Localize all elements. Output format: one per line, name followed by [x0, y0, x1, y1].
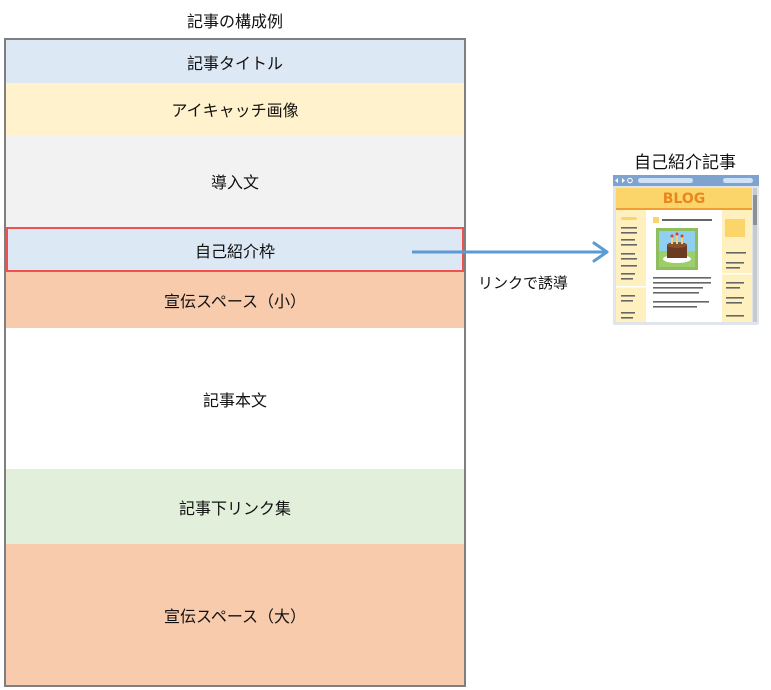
- section-ad-space-large: 宣伝スペース（大）: [6, 544, 464, 685]
- link-arrow: [412, 241, 609, 263]
- arrow-head-icon: [592, 241, 609, 263]
- section-self-introduction: 自己紹介枠: [6, 227, 464, 272]
- section-ad-space-small: 宣伝スペース（小）: [6, 272, 464, 328]
- section-eyecatch-image: アイキャッチ画像: [6, 83, 464, 135]
- section-bottom-links: 記事下リンク集: [6, 469, 464, 544]
- section-introduction: 導入文: [6, 135, 464, 227]
- section-article-body: 記事本文: [6, 328, 464, 469]
- arrow-label: リンクで誘導: [478, 274, 569, 292]
- target-article-title: 自己紹介記事: [634, 153, 736, 173]
- section-article-title: 記事タイトル: [6, 40, 464, 83]
- article-structure-frame: 記事タイトル アイキャッチ画像 導入文 自己紹介枠 宣伝スペース（小） 記事本文…: [4, 38, 466, 687]
- diagram-title: 記事の構成例: [186, 12, 283, 31]
- blog-page-illustration: BLOG: [613, 175, 759, 325]
- blog-logo-text: BLOG: [663, 191, 706, 207]
